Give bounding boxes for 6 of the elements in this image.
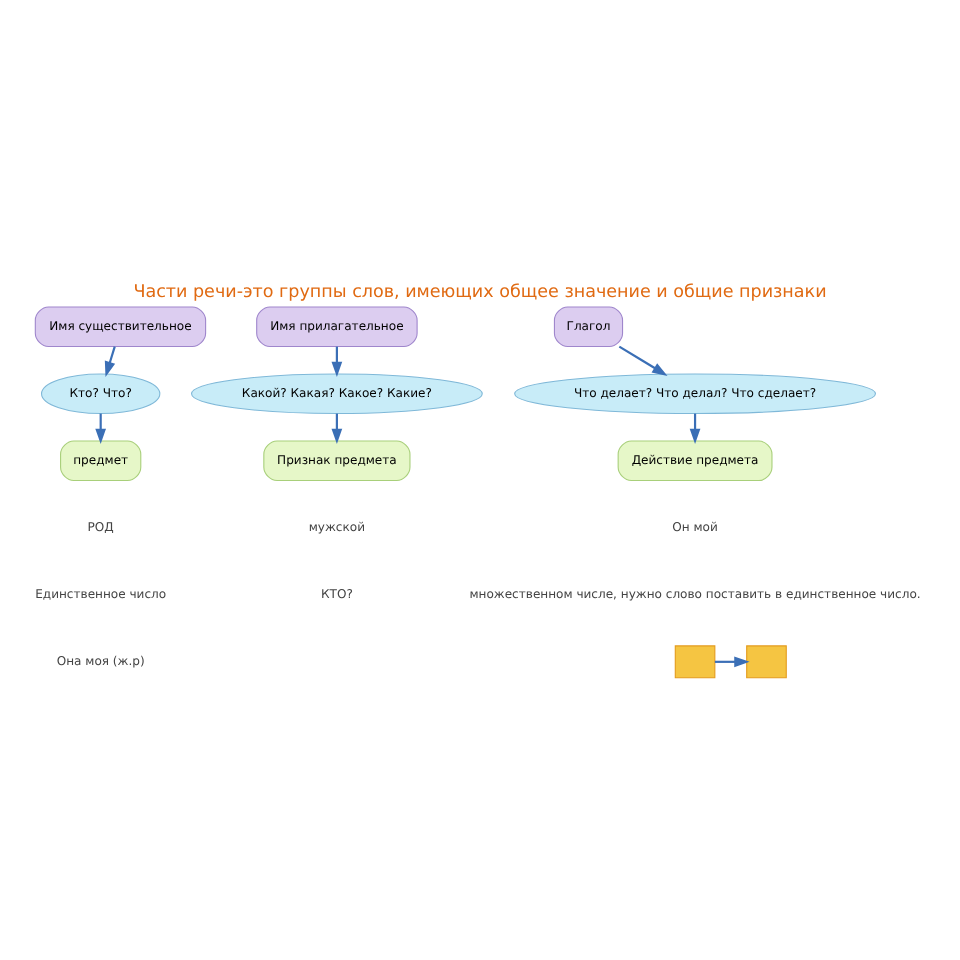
arrow — [714, 656, 750, 668]
arrow — [104, 346, 116, 377]
arrow — [618, 345, 668, 376]
diagram-title: Части речи-это группы слов, имеющих общее значение и общие признаки — [133, 282, 827, 303]
node-box — [674, 645, 716, 679]
node-box — [746, 645, 787, 679]
